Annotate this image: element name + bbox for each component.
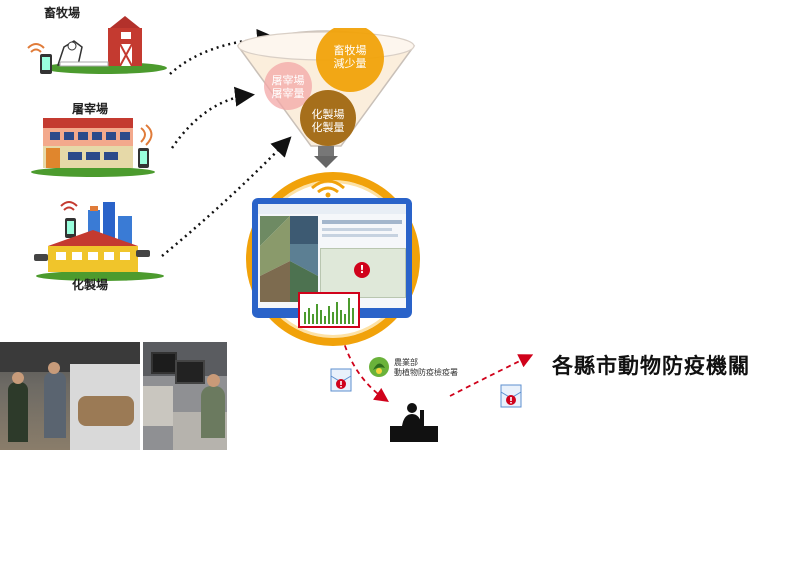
alert-chart-highlight	[298, 292, 360, 328]
processing-bubble-text: 化製場化製量	[311, 108, 345, 134]
alert-icon: !	[354, 262, 370, 278]
alert-notification-icon	[330, 368, 352, 392]
dashboard-table	[320, 248, 406, 298]
slaughterhouse-label: 屠宰場	[72, 102, 109, 116]
slaughter-bubble-text: 屠宰場屠宰量	[271, 74, 305, 100]
alert-notification-icon	[500, 384, 522, 408]
officer-at-desk-icon	[390, 403, 438, 442]
dashboard-photo-mosaic	[260, 216, 318, 302]
farm-label: 畜牧場	[44, 6, 81, 20]
processing-plant-label: 化製場	[72, 278, 109, 292]
field-inspection-photo	[0, 342, 140, 450]
data-funnel-icon	[236, 28, 416, 168]
destination-label: 各縣市動物防疫機關	[552, 354, 750, 378]
agency-name: 農業部 動植物防疫檢疫署	[394, 358, 458, 377]
processing-plant-icon	[34, 201, 164, 281]
dashboard-screen: !	[252, 198, 412, 318]
agency-logo	[369, 357, 389, 377]
office-monitoring-photo	[143, 342, 227, 450]
farm-bubble-text: 畜牧場減少量	[333, 44, 367, 70]
slaughterhouse-icon	[31, 118, 155, 177]
farm-icon	[27, 16, 167, 74]
wifi-signal-icon	[311, 179, 345, 198]
processing-flow-arrow	[161, 136, 292, 257]
